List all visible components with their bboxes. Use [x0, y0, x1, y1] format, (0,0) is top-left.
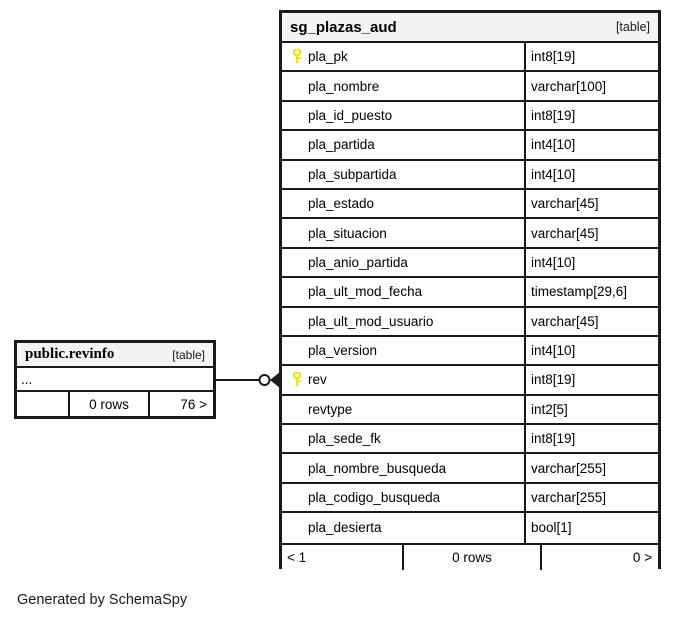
footer-row-count: 0 rows: [68, 392, 148, 416]
table-kind-label: [table]: [615, 20, 650, 34]
column-type-cell: int2[5]: [524, 395, 658, 424]
column-row[interactable]: pla_desierta bool[1]: [282, 513, 658, 543]
column-name-label: pla_desierta: [308, 520, 382, 536]
optional-endpoint-icon: [258, 374, 271, 386]
relationship-connector: [216, 372, 280, 388]
column-name-cell: pla_subpartida: [282, 161, 524, 188]
column-name-label: pla_version: [308, 343, 378, 359]
column-row[interactable]: pla_situacion varchar[45]: [282, 219, 658, 249]
column-row[interactable]: pla_nombre_busqueda varchar[255]: [282, 454, 658, 484]
column-name-cell: pla_codigo_busqueda: [282, 484, 524, 511]
column-type-cell: int8[19]: [524, 366, 658, 394]
column-name-label: pla_estado: [308, 196, 375, 212]
footer-prev-link[interactable]: < 1: [287, 549, 307, 565]
column-name-cell: pla_nombre: [282, 72, 524, 99]
footer-next-link[interactable]: 76 >: [148, 392, 213, 416]
column-type-cell: varchar[45]: [524, 189, 658, 218]
column-row[interactable]: pla_ult_mod_fecha timestamp[29,6]: [282, 278, 658, 308]
column-name-label: pla_ult_mod_usuario: [308, 313, 434, 329]
column-name-label: pla_partida: [308, 137, 375, 153]
entity-header: sg_plazas_aud [table]: [282, 13, 658, 43]
column-name-label: pla_subpartida: [308, 166, 397, 182]
column-row[interactable]: pla_ult_mod_usuario varchar[45]: [282, 307, 658, 337]
entity-footer: < 1 0 rows 0 >: [282, 542, 658, 570]
column-name-cell: revtype: [282, 396, 524, 423]
column-name-cell: pla_version: [282, 337, 524, 364]
table-name: sg_plazas_aud: [290, 18, 397, 36]
column-name-cell: pla_sede_fk: [282, 425, 524, 452]
column-type-cell: int4[10]: [524, 248, 658, 277]
column-name-label: pla_situacion: [308, 225, 387, 241]
column-type-cell: bool[1]: [524, 513, 658, 543]
column-row[interactable]: pla_estado varchar[45]: [282, 189, 658, 220]
column-name-label: rev: [308, 372, 327, 388]
column-type-cell: int4[10]: [524, 160, 658, 188]
column-name-cell: pla_situacion: [282, 219, 524, 246]
column-row[interactable]: pla_pk int8[19]: [282, 43, 658, 73]
column-type-cell: varchar[100]: [524, 72, 658, 100]
column-row[interactable]: rev int8[19]: [282, 366, 658, 396]
column-name-label: pla_id_puesto: [308, 107, 393, 123]
collapsed-columns-ellipsis: ...: [17, 368, 213, 392]
column-name-cell: pla_id_puesto: [282, 102, 524, 129]
column-row[interactable]: pla_anio_partida int4[10]: [282, 248, 658, 279]
column-row[interactable]: pla_codigo_busqueda varchar[255]: [282, 483, 658, 514]
column-name-label: pla_anio_partida: [308, 254, 408, 270]
footer-prev-link[interactable]: [17, 392, 68, 416]
column-row[interactable]: revtype int2[5]: [282, 395, 658, 426]
primary-key-icon: [288, 49, 308, 64]
column-name-label: pla_codigo_busqueda: [308, 490, 441, 506]
column-name-cell: pla_ult_mod_fecha: [282, 278, 524, 305]
column-type-cell: int8[19]: [524, 43, 658, 71]
column-type-cell: varchar[45]: [524, 307, 658, 335]
table-name: public.revinfo: [25, 346, 115, 362]
column-name-cell: pla_ult_mod_usuario: [282, 308, 524, 335]
column-name-label: pla_sede_fk: [308, 431, 381, 447]
crowfoot-arrow-endpoint-icon: [270, 372, 280, 388]
column-name-label: pla_nombre_busqueda: [308, 460, 447, 476]
primary-key-icon: [288, 372, 308, 387]
column-name-cell: pla_pk: [282, 43, 524, 70]
column-type-cell: timestamp[29,6]: [524, 278, 658, 306]
column-type-cell: int8[19]: [524, 425, 658, 453]
column-type-cell: varchar[45]: [524, 219, 658, 247]
column-name-cell: pla_anio_partida: [282, 249, 524, 276]
column-type-cell: varchar[255]: [524, 454, 658, 482]
column-name-label: pla_pk: [308, 49, 348, 65]
column-name-cell: pla_estado: [282, 190, 524, 217]
column-name-cell: pla_nombre_busqueda: [282, 454, 524, 481]
column-type-cell: int4[10]: [524, 336, 658, 365]
column-row[interactable]: pla_partida int4[10]: [282, 131, 658, 161]
entity-header: public.revinfo [table]: [17, 343, 213, 368]
column-name-label: revtype: [308, 401, 353, 417]
footer-row-count: 0 rows: [402, 544, 540, 570]
column-row[interactable]: pla_id_puesto int8[19]: [282, 101, 658, 132]
generated-by-caption: Generated by SchemaSpy: [17, 592, 188, 608]
column-row[interactable]: pla_subpartida int4[10]: [282, 160, 658, 190]
entity-table-public-revinfo[interactable]: public.revinfo [table] ... 0 rows 76 >: [14, 340, 216, 419]
footer-next-link[interactable]: 0 >: [540, 544, 658, 570]
column-row[interactable]: pla_sede_fk int8[19]: [282, 425, 658, 455]
column-name-cell: pla_partida: [282, 131, 524, 158]
column-type-cell: int8[19]: [524, 101, 658, 130]
column-type-cell: varchar[255]: [524, 483, 658, 512]
column-row[interactable]: pla_version int4[10]: [282, 336, 658, 367]
table-kind-label: [table]: [172, 347, 205, 362]
column-name-label: pla_nombre: [308, 78, 380, 94]
column-name-label: pla_ult_mod_fecha: [308, 284, 423, 300]
column-name-cell: rev: [282, 366, 524, 393]
column-name-cell: pla_desierta: [282, 513, 524, 542]
column-row[interactable]: pla_nombre varchar[100]: [282, 72, 658, 102]
entity-footer: 0 rows 76 >: [17, 392, 213, 416]
column-type-cell: int4[10]: [524, 131, 658, 159]
